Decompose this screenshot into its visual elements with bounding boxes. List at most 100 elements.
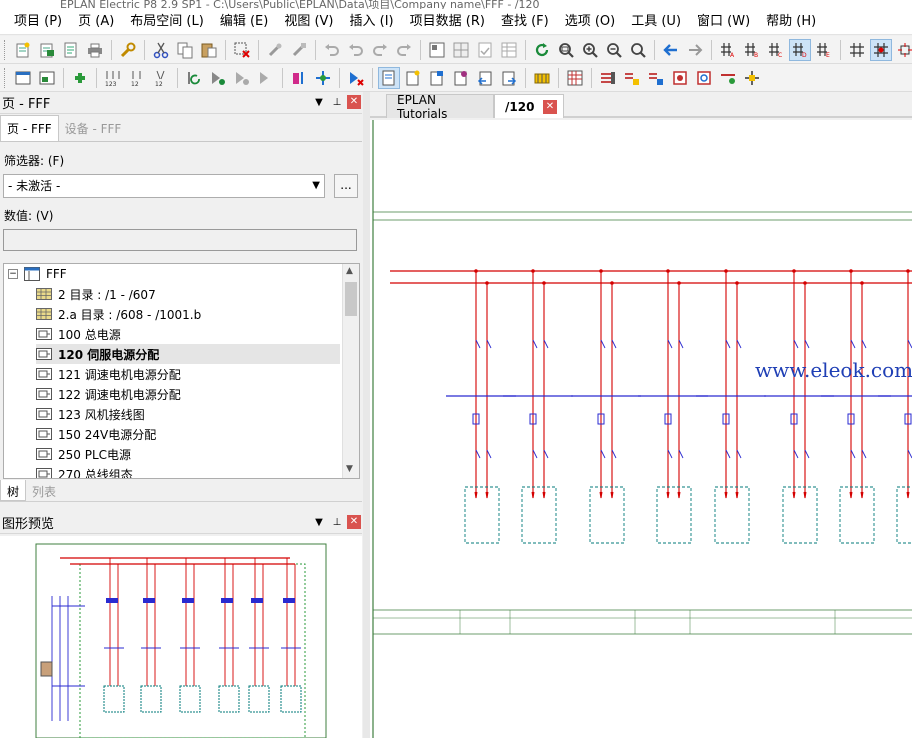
tree-page-item[interactable]: 120 伺服电源分配 — [36, 344, 340, 364]
menu-item[interactable]: 页 (A) — [78, 13, 115, 29]
cursor-icon[interactable] — [255, 67, 277, 89]
menu-item[interactable]: 窗口 (W) — [697, 13, 751, 29]
tree-page-item[interactable]: 121 调速电机电源分配 — [36, 364, 181, 384]
grid-view-icon[interactable] — [450, 39, 472, 61]
tree-page-item[interactable]: 150 24V电源分配 — [36, 424, 156, 444]
grid-e-icon[interactable]: E — [813, 39, 835, 61]
grid-b-icon[interactable]: B — [741, 39, 763, 61]
layout-icon[interactable] — [426, 39, 448, 61]
format-painter-icon[interactable] — [288, 39, 310, 61]
terminal-icon[interactable] — [531, 67, 553, 89]
menu-item[interactable]: 选项 (O) — [564, 13, 616, 29]
filter-select[interactable]: - 未激活 - ▼ — [3, 174, 325, 198]
tree-page-item[interactable]: 122 调速电机电源分配 — [36, 384, 181, 404]
page-navigator-icon[interactable] — [12, 67, 34, 89]
menu-item[interactable]: 布局空间 (L) — [130, 13, 204, 29]
toolbar-grip[interactable] — [4, 39, 7, 60]
snap-to-grid-icon[interactable] — [870, 38, 892, 61]
cable-icon[interactable] — [597, 67, 619, 89]
menu-item[interactable]: 视图 (V) — [284, 13, 334, 29]
undo-list-icon[interactable] — [345, 39, 367, 61]
redo-icon[interactable] — [369, 39, 391, 61]
table-icon[interactable] — [498, 39, 520, 61]
window-icon[interactable] — [36, 67, 58, 89]
menu-item[interactable]: 项目数据 (R) — [409, 13, 485, 29]
cursor-check-icon[interactable] — [231, 67, 253, 89]
grid-d-icon[interactable]: D — [789, 38, 811, 61]
numbering-21-icon[interactable]: 12 — [150, 67, 172, 89]
page-color-icon[interactable] — [450, 67, 472, 89]
page-properties-icon[interactable] — [378, 66, 400, 89]
grid-c-icon[interactable]: C — [765, 39, 787, 61]
tab-devices[interactable]: 设备 - FFF — [64, 122, 122, 136]
filter-browse-button[interactable]: ... — [334, 174, 358, 198]
bus-icon[interactable] — [717, 67, 739, 89]
menu-item[interactable]: 编辑 (E) — [219, 13, 269, 29]
toolbar-grip[interactable] — [4, 67, 7, 88]
zoom-100-icon[interactable] — [627, 39, 649, 61]
brush-icon[interactable] — [264, 39, 286, 61]
remove-cursor-icon[interactable] — [345, 67, 367, 89]
menu-item[interactable]: 工具 (U) — [631, 13, 682, 29]
zoom-out-icon[interactable] — [603, 39, 625, 61]
tree-page-item[interactable]: 2 目录 : /1 - /607 — [36, 284, 156, 304]
new-project-icon[interactable] — [12, 39, 34, 61]
pin-icon[interactable]: ⊥ — [332, 516, 342, 528]
tree-scrollbar[interactable]: ▲ ▼ — [342, 264, 359, 478]
device-navigate-icon[interactable] — [312, 67, 334, 89]
page-back-icon[interactable] — [474, 67, 496, 89]
potential-icon[interactable] — [693, 67, 715, 89]
doc-tab-page-120[interactable]: /120 ✕ — [494, 94, 564, 118]
wrench-icon[interactable] — [117, 39, 139, 61]
page-forward-icon[interactable] — [498, 67, 520, 89]
interrupt-point-icon[interactable] — [741, 67, 763, 89]
forward-arrow-icon[interactable] — [684, 39, 706, 61]
close-icon[interactable]: ✕ — [347, 515, 361, 529]
device-insert-icon[interactable] — [288, 67, 310, 89]
scroll-up-icon[interactable]: ▲ — [346, 266, 353, 276]
tab-list[interactable]: 列表 — [32, 485, 57, 499]
open-project-icon[interactable] — [36, 39, 58, 61]
menu-item[interactable]: 项目 (P) — [14, 13, 63, 29]
grid-icon[interactable] — [846, 39, 868, 61]
tab-tree[interactable]: 树 — [0, 480, 27, 501]
panel-menu-icon[interactable]: ▼ — [315, 96, 323, 108]
close-icon[interactable]: ✕ — [543, 100, 557, 114]
tree-page-item[interactable]: 2.a 目录 : /608 - /1001.b — [36, 304, 201, 324]
page-macro-icon[interactable] — [426, 67, 448, 89]
close-icon[interactable]: ✕ — [347, 95, 361, 109]
copy-icon[interactable] — [174, 39, 196, 61]
cut-icon[interactable] — [150, 39, 172, 61]
schematic-canvas[interactable]: www.eleok.com — [370, 120, 912, 738]
print-icon[interactable] — [84, 39, 106, 61]
tree-root[interactable]: − FFF — [8, 264, 67, 284]
tree-page-item[interactable]: 270 总线组态 — [36, 464, 133, 478]
connection-point-icon[interactable] — [669, 67, 691, 89]
page-icon[interactable] — [60, 39, 82, 61]
scroll-thumb[interactable] — [345, 282, 357, 316]
zoom-window-icon[interactable] — [555, 39, 577, 61]
tree-page-item[interactable]: 100 总电源 — [36, 324, 121, 344]
zoom-in-icon[interactable] — [579, 39, 601, 61]
menu-item[interactable]: 帮助 (H) — [766, 13, 817, 29]
plugin-icon[interactable] — [69, 67, 91, 89]
matrix-icon[interactable] — [564, 67, 586, 89]
new-page-icon[interactable] — [402, 67, 424, 89]
grid-a-icon[interactable]: A — [717, 39, 739, 61]
object-snap-icon[interactable] — [894, 39, 912, 61]
numbering-123-icon[interactable]: 123 — [102, 67, 124, 89]
tab-pages[interactable]: 页 - FFF — [0, 115, 59, 141]
menu-item[interactable]: 插入 (I) — [349, 13, 394, 29]
back-arrow-icon[interactable] — [660, 39, 682, 61]
shield-cable-icon[interactable] — [621, 67, 643, 89]
panel-splitter[interactable] — [363, 92, 370, 738]
tree-page-item[interactable]: 250 PLC电源 — [36, 444, 131, 464]
refresh-icon[interactable] — [531, 39, 553, 61]
panel-menu-icon[interactable]: ▼ — [315, 516, 323, 528]
numbering-12-icon[interactable]: 12 — [126, 67, 148, 89]
scroll-down-icon[interactable]: ▼ — [346, 464, 353, 474]
tree-page-item[interactable]: 123 风机接线图 — [36, 404, 145, 424]
value-field[interactable] — [3, 229, 357, 251]
check-connections-icon[interactable] — [207, 67, 229, 89]
chevron-down-icon[interactable]: ▼ — [312, 180, 320, 191]
